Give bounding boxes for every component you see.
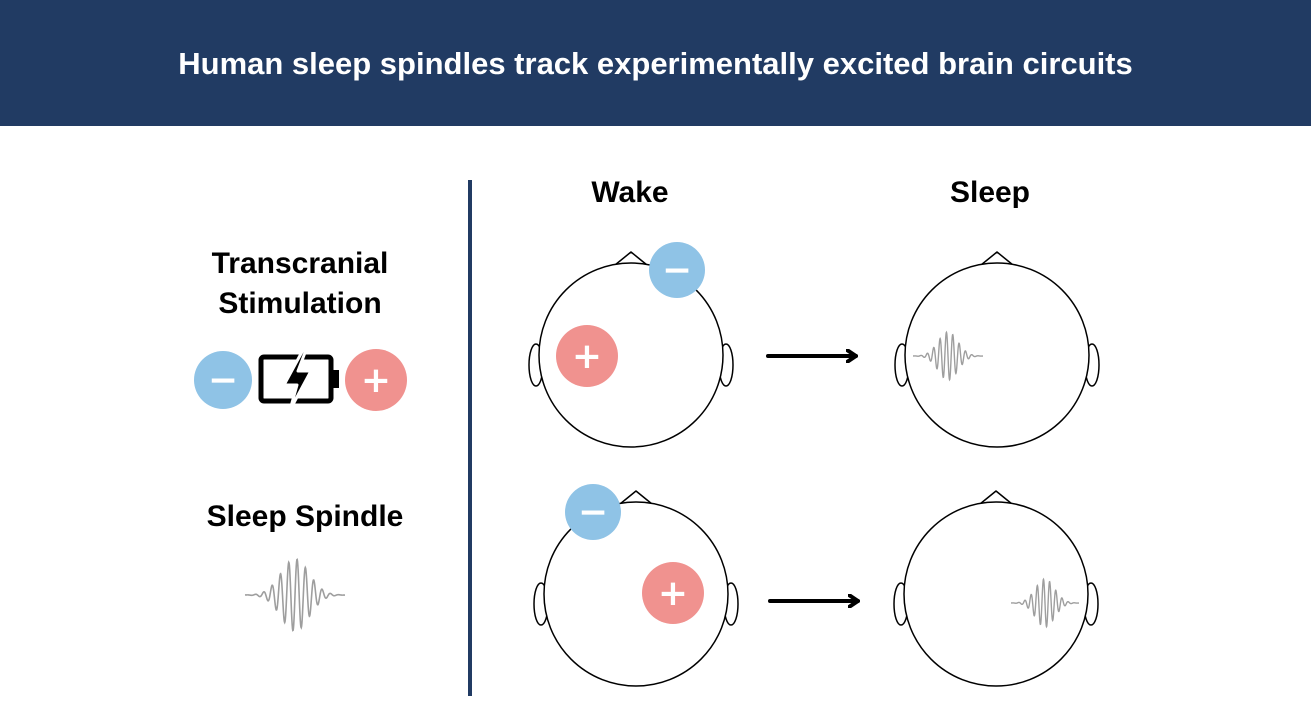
sleep-head-row2 [893, 490, 1099, 687]
stimulation-label-line1: Transcranial [211, 247, 389, 280]
spindle-label: Sleep Spindle [206, 500, 404, 533]
wake-row1-anode: + [556, 325, 618, 387]
spindle-wave-icon [912, 330, 984, 382]
page-title: Human sleep spindles track experimentall… [178, 46, 1133, 81]
header-banner: Human sleep spindles track experimentall… [0, 0, 1311, 126]
cathode-symbol: − [208, 360, 238, 401]
column-heading-wake: Wake [591, 176, 669, 209]
stimulation-label-line2: Stimulation [218, 287, 382, 320]
head-outline-icon [894, 251, 1100, 448]
svg-text:−: − [662, 250, 692, 291]
wake-row2-cathode: − [565, 484, 621, 540]
wake-row1-cathode: − [649, 242, 705, 298]
column-divider [468, 180, 472, 696]
legend-cathode: − [194, 351, 252, 409]
head-outline-icon [533, 490, 739, 687]
column-heading-sleep: Sleep [949, 176, 1031, 209]
svg-text:+: + [658, 573, 688, 614]
spindle-wave-icon [1010, 577, 1080, 629]
wake-head-row2 [533, 490, 739, 687]
wake-row2-anode: + [642, 562, 704, 624]
battery-bolt-icon [258, 348, 339, 412]
svg-text:−: − [578, 492, 608, 533]
anode-symbol: + [361, 360, 391, 401]
svg-text:+: + [572, 336, 602, 377]
head-outline-icon [893, 490, 1099, 687]
legend-anode: + [345, 349, 407, 411]
sleep-head-row1 [894, 251, 1100, 448]
spindle-wave-icon [244, 558, 346, 632]
